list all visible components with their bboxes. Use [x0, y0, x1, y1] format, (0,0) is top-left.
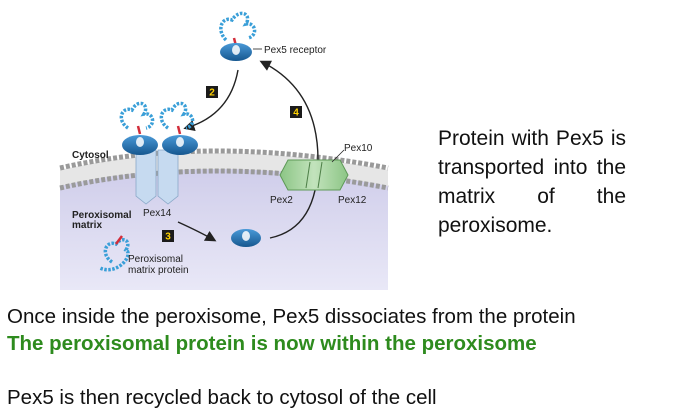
pex2-label: Pex2	[270, 195, 293, 206]
docked-receptor-right	[159, 101, 198, 155]
matrix-protein-label-1: Peroxisomal	[128, 254, 183, 265]
pex12-label: Pex12	[338, 195, 367, 206]
recycling-statement: Pex5 is then recycled back to cytosol of…	[7, 386, 437, 409]
side-description: Protein with Pex5 is transported into th…	[438, 127, 626, 237]
pex5-receptor-label: Pex5 receptor	[264, 45, 327, 56]
svg-text:2: 2	[209, 88, 215, 99]
pex5-import-diagram: Pex5 receptor 2 4 3 Pex10 Pex2 Pex12	[59, 11, 389, 290]
peroxisomal-label-2: matrix	[72, 220, 102, 231]
docked-receptor-left	[119, 101, 158, 155]
pex5-receptor-cargo	[219, 11, 257, 61]
step-4-badge: 4	[290, 106, 302, 119]
pex-ring-complex	[279, 159, 349, 191]
free-pex5-receptor	[231, 229, 261, 247]
matrix-protein-label-2: matrix protein	[128, 265, 189, 276]
step-2-badge: 2	[206, 86, 218, 99]
pex14-channel	[135, 149, 179, 205]
peroxisomal-label-1: Peroxisomal	[72, 210, 132, 221]
svg-text:4: 4	[293, 108, 299, 119]
pex14-label: Pex14	[143, 208, 172, 219]
cytosol-label: Cytosol	[72, 150, 109, 161]
pex10-label: Pex10	[344, 143, 373, 154]
docking-arrow	[183, 69, 239, 131]
step-3-badge: 3	[162, 230, 174, 243]
highlight-statement: The peroxisomal protein is now within th…	[7, 332, 537, 355]
svg-text:3: 3	[165, 232, 171, 243]
released-matrix-protein	[99, 235, 130, 272]
dissociation-statement: Once inside the peroxisome, Pex5 dissoci…	[7, 305, 576, 328]
release-arrow	[177, 221, 217, 242]
pex10-leader	[331, 149, 345, 163]
